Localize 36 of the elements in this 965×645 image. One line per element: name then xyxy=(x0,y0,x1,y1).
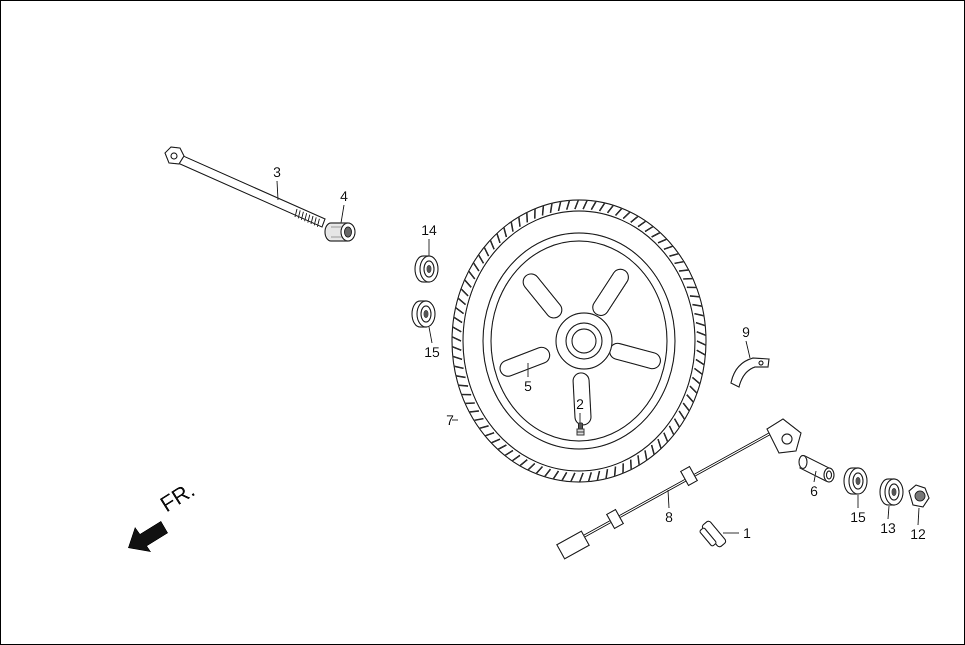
leader-line xyxy=(888,506,890,520)
direction-label: FR. xyxy=(156,478,200,517)
spacer-drawing xyxy=(324,222,356,242)
axle-bolt-drawing xyxy=(164,146,326,228)
callout-number: 8 xyxy=(665,509,673,525)
callout-number: 15 xyxy=(424,344,440,360)
callout-number: 15 xyxy=(850,509,866,525)
callout-number: 1 xyxy=(743,525,751,541)
speedometer-cable-drawing xyxy=(556,418,802,560)
bearing-drawing xyxy=(411,300,436,328)
valve-drawing xyxy=(576,422,584,436)
bearing-drawing xyxy=(843,467,868,495)
callout-number: 9 xyxy=(742,324,750,340)
nut-drawing xyxy=(908,484,930,508)
callout-number: 3 xyxy=(273,164,281,180)
callout-number: 5 xyxy=(524,378,532,394)
callout-number: 7 xyxy=(446,412,454,428)
callout-number: 12 xyxy=(910,526,926,542)
callout-number: 13 xyxy=(880,520,896,536)
leader-line xyxy=(918,508,920,526)
leader-line xyxy=(428,238,430,256)
leader-line xyxy=(428,326,432,344)
callout-number: 6 xyxy=(810,483,818,499)
callout-number: 14 xyxy=(421,222,437,238)
leader-line xyxy=(340,204,344,224)
collar-drawing xyxy=(798,454,835,483)
callout-number: 4 xyxy=(340,188,348,204)
bearing-drawing xyxy=(879,478,904,506)
clip-drawing xyxy=(730,357,770,388)
leader-line xyxy=(276,180,278,200)
leader-line xyxy=(746,340,750,358)
leader-line xyxy=(814,470,816,482)
callout-number: 2 xyxy=(576,396,584,412)
bearing-drawing xyxy=(414,255,439,283)
leader-line xyxy=(722,532,740,534)
leader-line xyxy=(668,490,670,508)
